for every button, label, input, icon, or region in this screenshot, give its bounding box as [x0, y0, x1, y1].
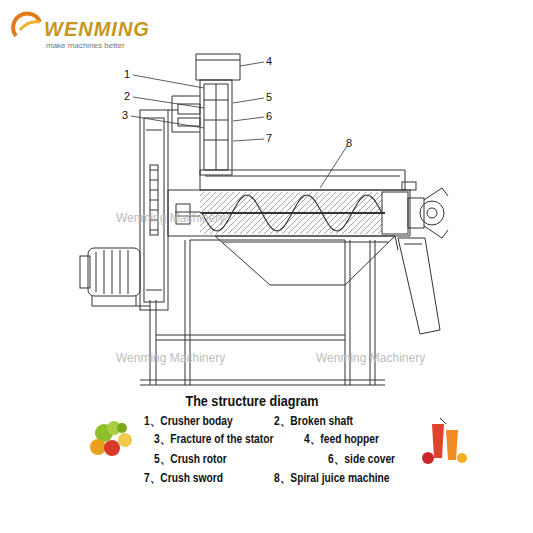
logo-slogan: make machines better: [46, 41, 125, 50]
part-name: 5、Crush rotor: [154, 452, 227, 466]
part-name: 1、Crusher boday: [144, 414, 233, 428]
callout-number: 5: [266, 91, 272, 104]
callout-number: 6: [266, 110, 272, 123]
callout-number: 8: [346, 137, 352, 150]
leader-lines: [131, 62, 347, 188]
watermark: Wenming Machinery: [116, 212, 225, 226]
callout-number: 3: [122, 109, 128, 122]
part-name: 6、side cover: [328, 452, 395, 466]
part-name: 4、feed hopper: [304, 432, 379, 446]
juice-machine: [80, 54, 448, 385]
callout-number: 2: [124, 90, 130, 103]
watermark: Wenming Machinery: [316, 352, 425, 366]
callout-number: 4: [266, 55, 272, 68]
logo-icon: [13, 14, 40, 36]
fruit-icon: [90, 421, 132, 456]
logo-text: WENMING: [44, 18, 150, 41]
part-name: 2、Broken shaft: [274, 414, 353, 428]
diagram-title: The structure diagram: [0, 393, 504, 409]
watermark: Wenming Machinery: [116, 352, 225, 366]
part-name: 7、Crush sword: [144, 471, 223, 485]
part-name: 8、Spiral juice machine: [274, 471, 389, 485]
juice-icon: [422, 418, 467, 464]
part-name: 3、Fracture of the stator: [154, 432, 273, 446]
callout-number: 1: [124, 68, 130, 81]
callout-number: 7: [266, 132, 272, 145]
